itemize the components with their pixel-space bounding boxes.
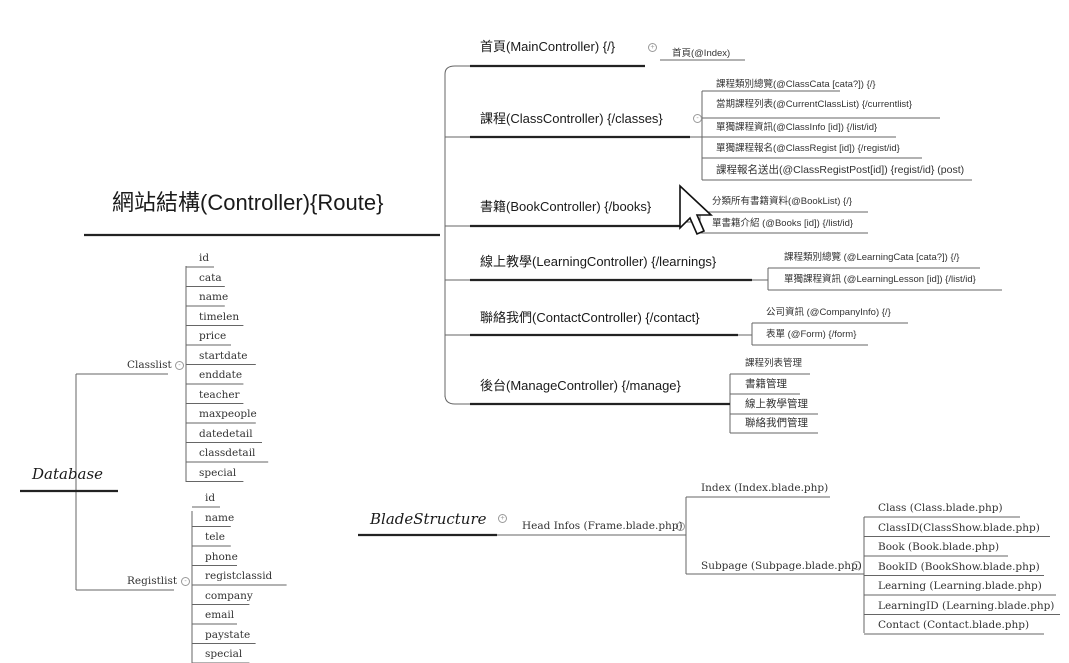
collapse-icon[interactable]: - xyxy=(676,522,685,531)
controller-class[interactable]: 課程(ClassController) {/classes} xyxy=(480,111,663,126)
blade-page[interactable]: Learning (Learning.blade.php) xyxy=(878,580,1042,592)
db-field[interactable]: enddate xyxy=(199,369,243,381)
action-item[interactable]: 單書籍介紹 (@Books [id]) {/list/id} xyxy=(712,218,854,229)
db-field[interactable]: id xyxy=(199,252,210,264)
blade-subpage[interactable]: Subpage (Subpage.blade.php) xyxy=(701,560,862,572)
controller-main[interactable]: 首頁(MainController) {/} xyxy=(480,39,616,54)
action-item[interactable]: 課程報名送出(@ClassRegistPost[id]) {regist/id}… xyxy=(716,164,965,176)
database-title[interactable]: Database xyxy=(32,465,104,483)
db-field[interactable]: name xyxy=(205,511,235,524)
blade-page[interactable]: Book (Book.blade.php) xyxy=(878,541,1000,553)
collapse-icon[interactable]: - xyxy=(693,114,702,123)
db-field[interactable]: paystate xyxy=(205,628,251,641)
action-item[interactable]: 單獨課程資訊(@ClassInfo [id]) {/list/id} xyxy=(716,122,878,133)
db-field[interactable]: timelen xyxy=(199,310,240,323)
controller-learning[interactable]: 線上教學(LearningController) {/learnings} xyxy=(480,254,717,269)
blade-page[interactable]: Contact (Contact.blade.php) xyxy=(878,619,1030,631)
db-field[interactable]: classdetail xyxy=(199,447,256,459)
db-field[interactable]: special xyxy=(205,648,243,660)
controller-contact[interactable]: 聯絡我們(ContactController) {/contact} xyxy=(480,310,700,325)
action-item[interactable]: 分類所有書籍資料(@BookList) {/} xyxy=(712,196,853,207)
controller-manage[interactable]: 後台(ManageController) {/manage} xyxy=(480,378,681,393)
db-field[interactable]: cata xyxy=(199,271,222,284)
action-item[interactable]: 線上教學管理 xyxy=(745,398,808,410)
mouse-pointer-icon xyxy=(679,184,714,236)
action-item[interactable]: 課程類別總覽(@ClassCata [cata?]) {/} xyxy=(716,79,876,90)
action-item[interactable]: 表單 (@Form) {/form} xyxy=(766,329,857,340)
db-field[interactable]: name xyxy=(199,291,229,303)
controller-book[interactable]: 書籍(BookController) {/books} xyxy=(480,199,652,214)
action-item[interactable]: 課程類別總覽 (@LearningCata [cata?]) {/} xyxy=(784,252,960,263)
db-field[interactable]: price xyxy=(199,330,227,342)
db-field[interactable]: special xyxy=(199,466,237,479)
collapse-icon[interactable]: + xyxy=(498,514,507,523)
db-field[interactable]: email xyxy=(205,609,235,621)
db-field[interactable]: teacher xyxy=(199,388,240,401)
db-field[interactable]: datedetail xyxy=(199,427,253,440)
blade-title[interactable]: BladeStructure xyxy=(370,510,487,528)
action-item[interactable]: 當期課程列表(@CurrentClassList) {/currentlist} xyxy=(716,99,912,110)
collapse-icon[interactable]: + xyxy=(648,43,657,52)
table-registlist[interactable]: Registlist xyxy=(127,575,178,587)
action-item[interactable]: 公司資訊 (@CompanyInfo) {/} xyxy=(766,307,891,318)
action-item[interactable]: 首頁(@Index) xyxy=(672,48,731,59)
blade-page[interactable]: Class (Class.blade.php) xyxy=(878,502,1003,514)
blade-head[interactable]: Head Infos (Frame.blade.php) xyxy=(522,520,683,532)
db-field[interactable]: id xyxy=(205,492,216,504)
action-item[interactable]: 課程列表管理 xyxy=(745,358,803,369)
action-item[interactable]: 單獨課程報名(@ClassRegist [id]) {/regist/id} xyxy=(716,143,900,154)
root-title: 網站結構(Controller){Route} xyxy=(112,190,384,215)
action-item[interactable]: 聯絡我們管理 xyxy=(745,417,808,429)
blade-page[interactable]: BookID (BookShow.blade.php) xyxy=(878,560,1040,573)
collapse-icon[interactable]: - xyxy=(181,577,190,586)
collapse-icon[interactable]: - xyxy=(175,361,184,370)
collapse-icon[interactable]: - xyxy=(852,561,861,570)
action-item[interactable]: 書籍管理 xyxy=(745,378,787,390)
action-item[interactable]: 單獨課程資訊 (@LearningLesson [id]) {/list/id} xyxy=(784,274,976,285)
db-field[interactable]: startdate xyxy=(199,349,248,362)
blade-page[interactable]: LearningID (Learning.blade.php) xyxy=(878,599,1055,612)
db-field[interactable]: phone xyxy=(205,550,238,563)
table-classlist[interactable]: Classlist xyxy=(127,359,172,371)
db-field[interactable]: tele xyxy=(205,531,226,543)
db-field[interactable]: company xyxy=(205,589,253,602)
db-field[interactable]: maxpeople xyxy=(199,408,257,420)
db-field[interactable]: registclassid xyxy=(205,570,273,582)
blade-page[interactable]: ClassID(ClassShow.blade.php) xyxy=(878,521,1040,534)
blade-index[interactable]: Index (Index.blade.php) xyxy=(701,482,829,494)
